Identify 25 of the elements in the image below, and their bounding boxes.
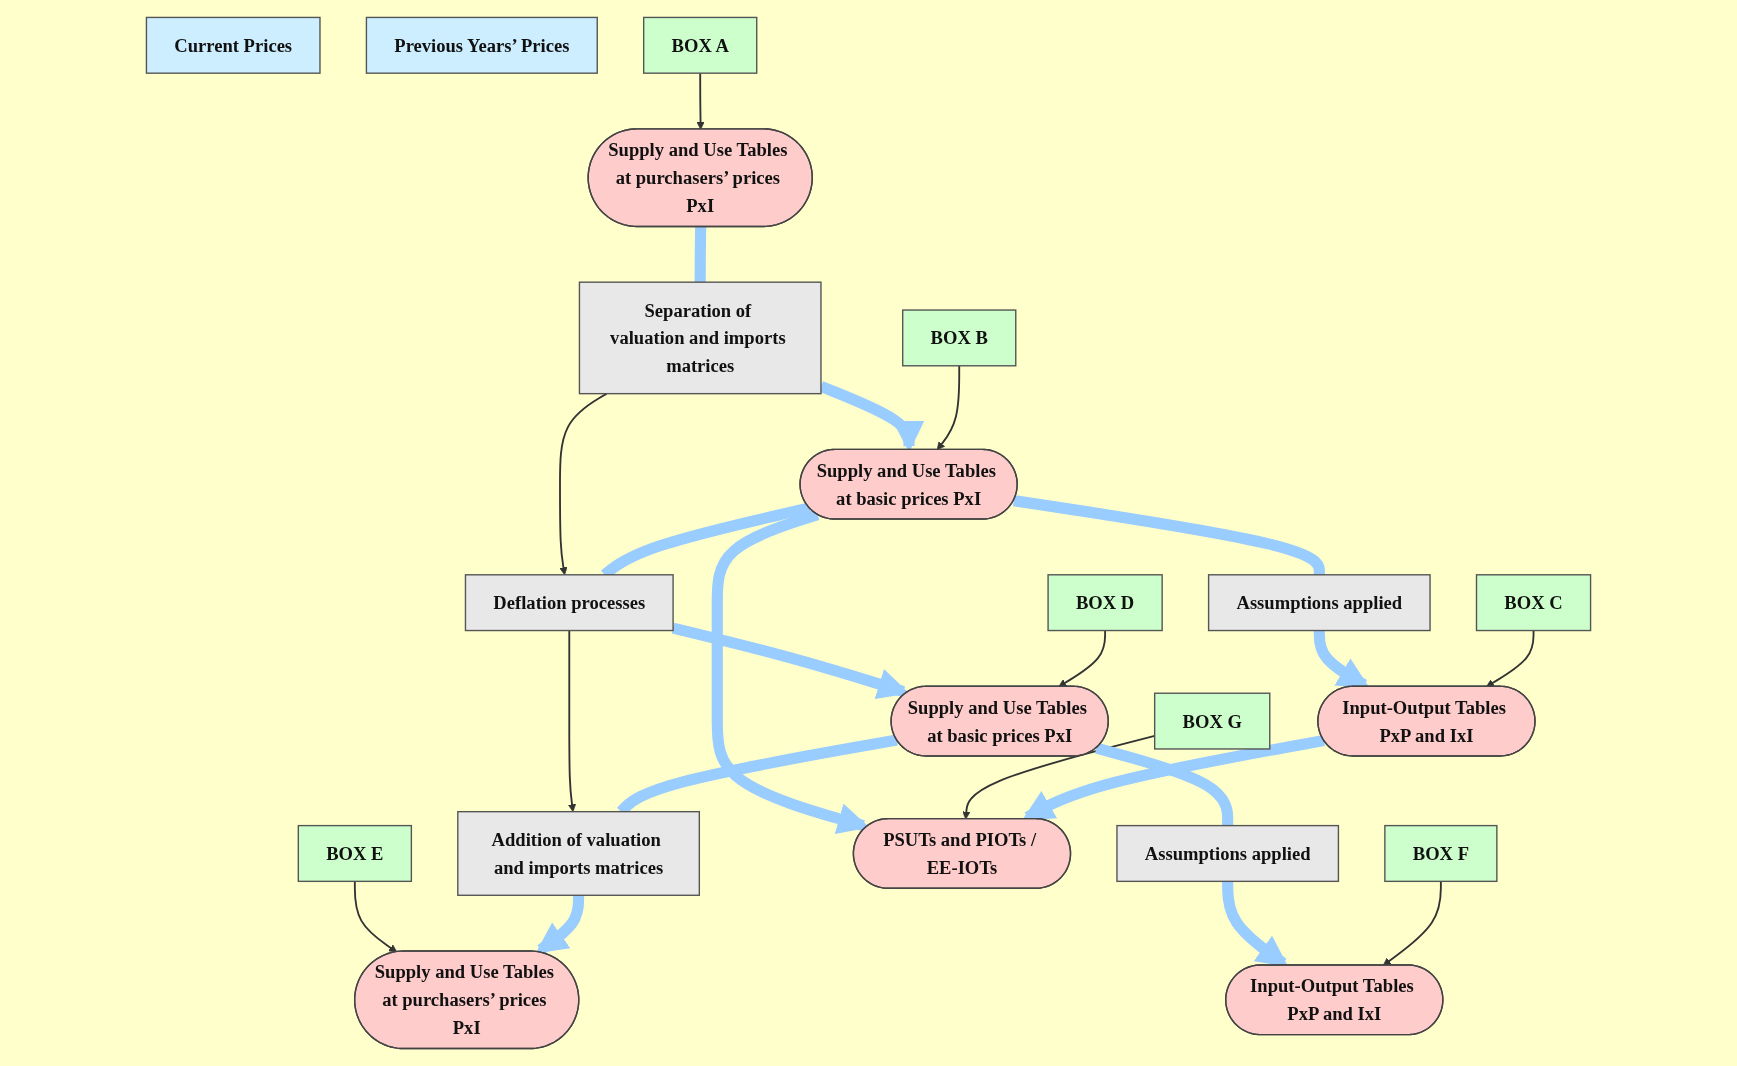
arrow: [936, 364, 961, 451]
arrow: [1382, 880, 1442, 966]
node-box: Previous Years’ Prices: [365, 16, 598, 74]
arrow: [535, 894, 585, 955]
node-box: BOX B: [902, 309, 1017, 367]
node-box: Assumptions applied: [1116, 824, 1340, 883]
node-box: Addition of valuation and imports matrices: [457, 810, 700, 896]
node-box: BOX D: [1047, 574, 1163, 632]
node-box: Current Prices: [145, 16, 321, 74]
node-box: BOX A: [642, 16, 758, 74]
node-box: Deflation processes: [464, 574, 674, 632]
node-box: Separation of valuation and imports matrices: [578, 281, 822, 395]
node-box: BOX G: [1153, 692, 1271, 750]
node-box: Assumptions applied: [1207, 574, 1431, 632]
arrow: [559, 392, 608, 576]
connector: [694, 225, 707, 284]
arrow: [1486, 629, 1535, 688]
connector: [1012, 495, 1325, 576]
arrow: [353, 880, 398, 953]
arrow: [1058, 629, 1107, 688]
arrow: [696, 72, 705, 130]
node-box: BOX C: [1475, 574, 1592, 632]
node-box: BOX F: [1384, 824, 1498, 883]
arrow: [567, 629, 577, 813]
node-box: BOX E: [297, 824, 413, 883]
